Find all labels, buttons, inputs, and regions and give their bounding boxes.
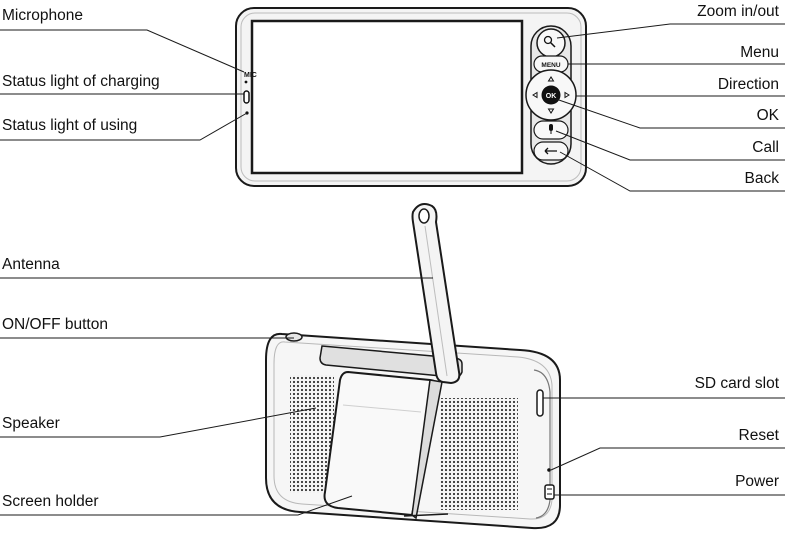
label-screen-holder: Screen holder <box>2 493 99 510</box>
sd-card-slot <box>536 389 544 417</box>
left-arrow-icon <box>532 91 538 99</box>
label-antenna: Antenna <box>2 256 60 273</box>
label-zoom: Zoom in/out <box>697 3 779 20</box>
label-direction: Direction <box>717 76 779 93</box>
display-screen <box>250 19 524 175</box>
charging-light <box>243 90 250 104</box>
ok-button <box>541 85 561 105</box>
back-arrow-icon <box>544 147 557 155</box>
control-panel: MENU OK <box>525 25 577 165</box>
magnifier-icon <box>543 35 553 45</box>
right-arrow-icon <box>564 91 570 99</box>
label-back: Back <box>744 170 779 187</box>
down-arrow-icon <box>547 108 555 114</box>
microphone-icon <box>549 124 553 131</box>
label-menu: Menu <box>740 44 779 61</box>
right-speaker-grille <box>440 398 518 510</box>
monitor-front: MIC <box>235 7 587 187</box>
label-sd-card-slot: SD card slot <box>694 375 779 392</box>
power-port <box>544 484 555 500</box>
label-status-charging: Status light of charging <box>2 73 160 90</box>
mic-marker: MIC <box>244 72 257 79</box>
label-status-using: Status light of using <box>2 117 138 134</box>
label-ok: OK <box>756 107 779 124</box>
label-call: Call <box>752 139 779 156</box>
on-off-button <box>285 332 303 342</box>
label-speaker: Speaker <box>2 415 60 432</box>
callout-lines <box>0 23 785 516</box>
up-arrow-icon <box>547 76 555 82</box>
ok-button-text: OK <box>546 93 557 100</box>
label-reset: Reset <box>738 427 780 444</box>
antenna <box>411 203 461 385</box>
menu-button-text: MENU <box>541 62 560 69</box>
monitor-back <box>265 203 561 530</box>
label-power: Power <box>735 473 779 490</box>
reset-hole <box>547 468 551 472</box>
label-on-off-button: ON/OFF button <box>2 316 108 333</box>
label-microphone: Microphone <box>2 7 83 24</box>
